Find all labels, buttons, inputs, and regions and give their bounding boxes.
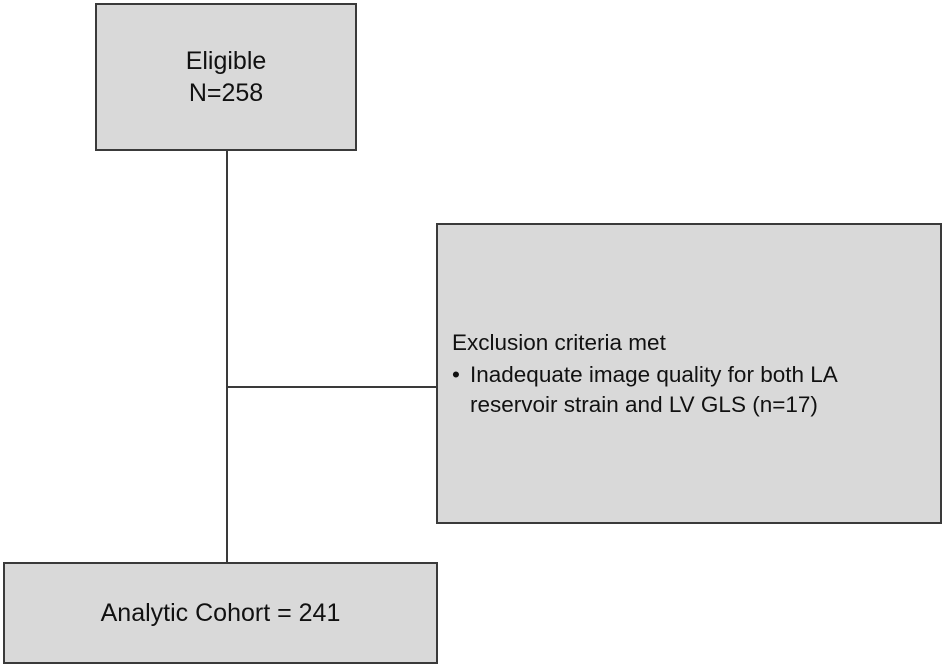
analytic-cohort-box: Analytic Cohort = 241 <box>3 562 438 664</box>
exclusion-item-text: Inadequate image quality for both LA res… <box>470 361 837 417</box>
exclusion-heading: Exclusion criteria met <box>452 329 666 355</box>
bullet-icon: • <box>452 361 460 387</box>
exclusion-box: Exclusion criteria met • Inadequate imag… <box>436 223 942 524</box>
eligible-box: Eligible N=258 <box>95 3 357 151</box>
exclusion-branch-line <box>226 386 436 388</box>
vertical-connector-line <box>226 151 228 562</box>
exclusion-item: • Inadequate image quality for both LA r… <box>452 360 940 420</box>
eligible-label: Eligible <box>185 47 267 75</box>
eligible-count: N=258 <box>188 79 264 107</box>
analytic-cohort-label: Analytic Cohort = 241 <box>100 598 341 627</box>
